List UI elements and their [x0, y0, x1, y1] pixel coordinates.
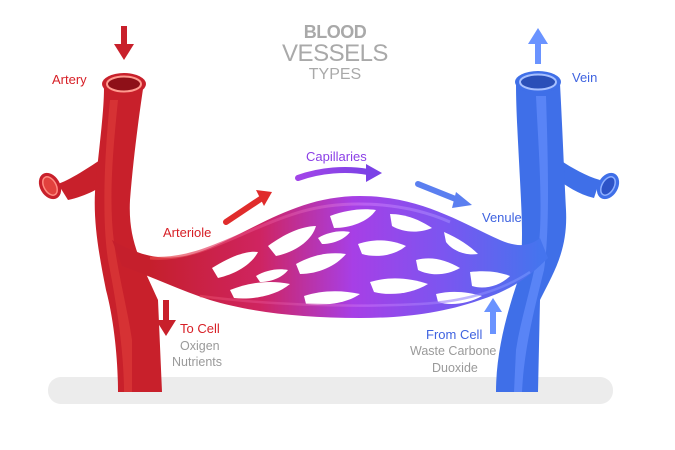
artery-label: Artery [52, 72, 87, 87]
artery-inflow-arrow [114, 26, 134, 60]
capillaries-flow-arrow [295, 164, 382, 182]
venule-flow-arrow [415, 181, 472, 208]
venule-label: Venule [482, 210, 522, 225]
capillaries-label: Capillaries [306, 149, 367, 164]
arteriole-label: Arteriole [163, 225, 212, 240]
to-cell-item-oxigen: Oxigen [180, 339, 220, 353]
from-cell-item-waste: Waste Carbone [410, 344, 497, 358]
vein-outflow-arrow [528, 28, 548, 64]
arteriole-flow-arrow [223, 190, 272, 225]
vein-vessel [496, 71, 620, 392]
title-line-1: BLOOD [303, 22, 367, 42]
title-line-3: TYPES [308, 66, 362, 83]
to-cell-arrow [156, 300, 176, 336]
from-cell-arrow [484, 298, 502, 334]
ground-shadow [48, 377, 613, 404]
vein-label: Vein [572, 70, 598, 85]
from-cell-heading: From Cell [426, 327, 483, 342]
artery-vessel [38, 73, 162, 392]
title-line-2: VESSELS [282, 40, 388, 67]
to-cell-heading: To Cell [180, 321, 220, 336]
to-cell-item-nutrients: Nutrients [172, 355, 223, 369]
from-cell-item-dioxide: Duoxide [432, 361, 478, 375]
capillary-bed [112, 196, 548, 318]
